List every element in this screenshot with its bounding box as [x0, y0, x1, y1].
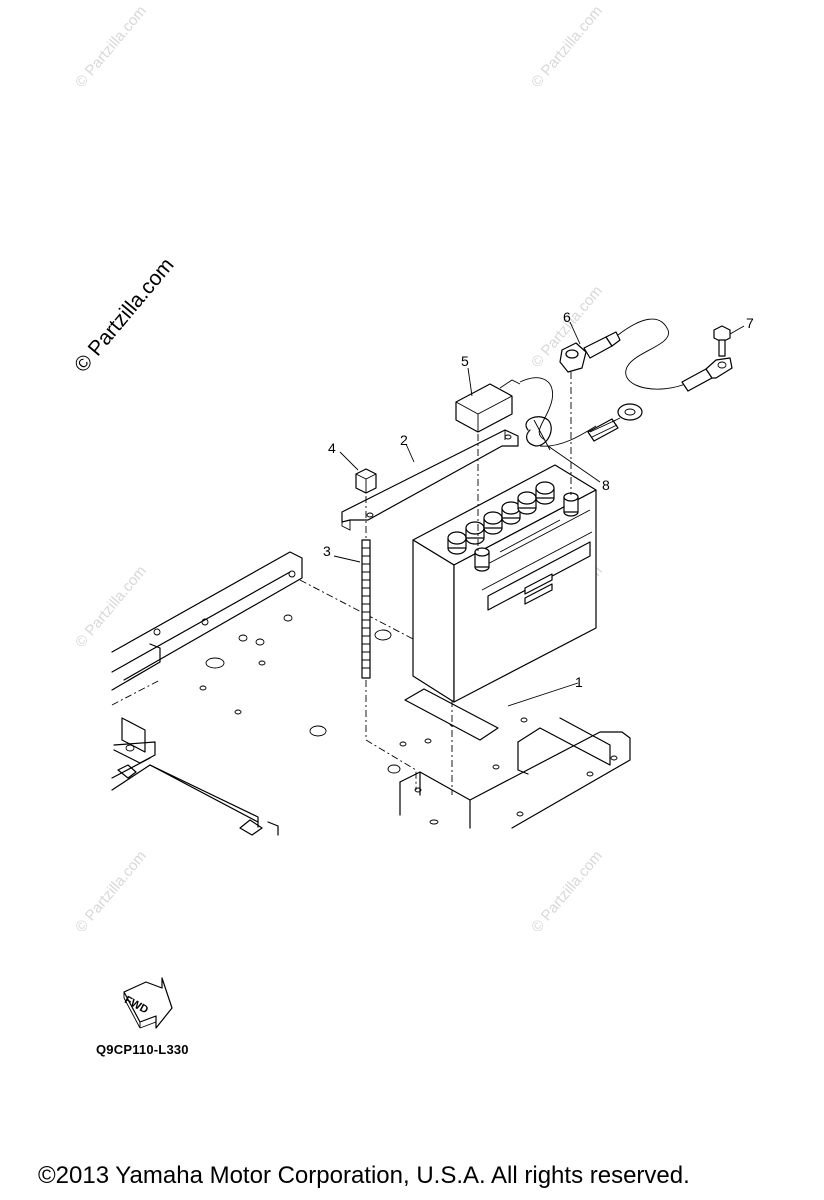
callout-7: 7	[746, 315, 754, 331]
callout-1: 1	[575, 674, 583, 690]
callout-8: 8	[602, 477, 610, 493]
callout-6: 6	[563, 309, 571, 325]
battery-bracket	[341, 429, 519, 523]
hold-down-rod	[361, 539, 417, 790]
nut	[355, 468, 377, 538]
diagram-code: Q9CP110-L330	[96, 1042, 189, 1057]
callout-4: 4	[328, 440, 336, 456]
fuse-holder	[455, 377, 554, 552]
battery	[412, 464, 597, 795]
copyright-notice: ©2013 Yamaha Motor Corporation, U.S.A. A…	[38, 1162, 690, 1189]
fwd-arrow-icon	[123, 977, 173, 1029]
positive-cable	[559, 318, 691, 495]
callout-5: 5	[461, 353, 469, 369]
negative-cable	[587, 403, 643, 442]
callout-3: 3	[323, 543, 331, 559]
battery-pad	[404, 688, 499, 741]
callout-2: 2	[400, 432, 408, 448]
chassis-frame	[111, 551, 631, 836]
cable-band	[525, 416, 597, 451]
leader-lines	[333, 321, 745, 707]
terminal-bolt	[681, 325, 733, 392]
